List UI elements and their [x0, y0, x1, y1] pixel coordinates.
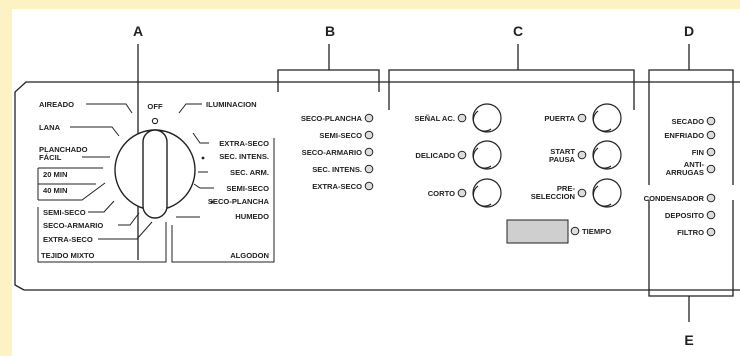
program-humedo: HUMEDO — [235, 212, 269, 221]
indicator-enfriado-label: ENFRIADO — [664, 131, 704, 140]
indicator-b-extra-seco-label: EXTRA-SECO — [312, 182, 362, 191]
callout-c: C — [513, 23, 523, 39]
indicator-deposito-label: DEPOSITO — [665, 211, 704, 220]
indicator-b-sec-intens-label: SEC. INTENS. — [312, 165, 362, 174]
preseleccion-button[interactable] — [592, 178, 622, 208]
puerta-label: PUERTA — [544, 114, 575, 123]
indicator-condensador-label: CONDENSADOR — [644, 194, 705, 203]
indicator-anti-label: ANTI- — [684, 160, 705, 169]
program-dial[interactable] — [114, 117, 196, 219]
indicators-d: SECADO ENFRIADO FIN ANTI- ARRUGAS — [664, 116, 716, 177]
indicators-b: SECO-PLANCHA SEMI-SECO SECO-ARMARIO SEC.… — [301, 113, 374, 191]
start-label: START — [550, 147, 575, 156]
callout-e-bracket — [648, 200, 734, 322]
program-40-min: 40 MIN — [43, 186, 67, 195]
led-filtro-icon — [706, 227, 716, 237]
callout-b-bracket — [277, 44, 380, 92]
buttons-c[interactable]: SEÑAL AC. DELICADO CORTO PUERTA START PA… — [414, 103, 622, 244]
callout-b: B — [325, 23, 335, 39]
led-tiempo-icon — [570, 226, 580, 236]
button-shading-arcs — [472, 110, 612, 207]
tiempo-label: TIEMPO — [582, 227, 611, 236]
senal-ac-button[interactable] — [472, 103, 502, 133]
callout-a: A — [133, 23, 143, 39]
led-puerta-icon — [577, 113, 587, 123]
delicado-label: DELICADO — [415, 151, 455, 160]
indicator-arrugas-label: ARRUGAS — [666, 168, 704, 177]
led-fin-icon — [706, 147, 716, 157]
led-deposito-icon — [706, 210, 716, 220]
led-preseleccion-icon — [577, 188, 587, 198]
program-seco-plancha-algodon: SECO-PLANCHA — [208, 197, 270, 206]
delicado-button[interactable] — [472, 140, 502, 170]
corto-label: CORTO — [428, 189, 455, 198]
indicator-b-seco-armario-label: SECO-ARMARIO — [302, 148, 362, 157]
callout-d: D — [684, 23, 694, 39]
start-pausa-button[interactable] — [592, 140, 622, 170]
indicator-secado-label: SECADO — [672, 117, 705, 126]
led-enfriado-icon — [706, 130, 716, 140]
left-program-labels: AIREADO LANA PLANCHADO FÁCIL 20 MIN 40 M… — [39, 100, 103, 244]
seleccion-label: SELECCION — [531, 192, 575, 201]
senal-ac-label: SEÑAL AC. — [414, 114, 455, 123]
program-sec-arm: SEC. ARM. — [230, 168, 269, 177]
indicator-filtro-label: FILTRO — [677, 228, 704, 237]
right-leader-lines — [171, 103, 275, 263]
dial-off-label: OFF — [147, 102, 163, 111]
led-b-semi-seco-icon — [364, 130, 374, 140]
program-planchado: PLANCHADO — [39, 145, 88, 154]
led-delicado-icon — [457, 150, 467, 160]
corto-button[interactable] — [472, 178, 502, 208]
right-tick-dots — [201, 156, 214, 204]
led-corto-icon — [457, 188, 467, 198]
led-senal-ac-icon — [457, 113, 467, 123]
led-start-pausa-icon — [577, 150, 587, 160]
puerta-button[interactable] — [592, 103, 622, 133]
indicator-fin-label: FIN — [692, 148, 704, 157]
indicators-e: CONDENSADOR DEPOSITO FILTRO — [644, 193, 716, 237]
callout-e: E — [684, 332, 693, 348]
panel-outline — [14, 81, 740, 291]
program-20-min: 20 MIN — [43, 170, 67, 179]
led-b-seco-plancha-icon — [364, 113, 374, 123]
led-b-seco-armario-icon — [364, 147, 374, 157]
program-aireado: AIREADO — [39, 100, 74, 109]
group-algodon: ALGODON — [230, 251, 269, 260]
time-display — [506, 219, 569, 244]
pre-label: PRE- — [557, 184, 576, 193]
led-b-extra-seco-icon — [364, 181, 374, 191]
indicator-b-semi-seco-label: SEMI-SECO — [319, 131, 362, 140]
program-facil: FÁCIL — [39, 153, 62, 162]
program-seco-armario-mixto: SECO-ARMARIO — [43, 221, 103, 230]
callout-c-bracket — [388, 44, 635, 110]
dial-off-marker — [151, 117, 159, 125]
led-secado-icon — [706, 116, 716, 126]
callout-d-bracket — [648, 44, 734, 185]
indicator-b-seco-plancha-label: SECO-PLANCHA — [301, 114, 363, 123]
left-leader-lines — [37, 103, 167, 263]
program-semi-seco-algodon: SEMI-SECO — [226, 184, 269, 193]
program-iluminacion: ILUMINACION — [206, 100, 257, 109]
led-anti-arrugas-icon — [706, 164, 716, 174]
program-sec-intens: SEC. INTENS. — [219, 152, 269, 161]
group-tejido-mixto: TEJIDO MIXTO — [41, 251, 95, 260]
program-lana: LANA — [39, 123, 61, 132]
program-extra-seco-algodon: EXTRA-SECO — [219, 139, 269, 148]
led-condensador-icon — [706, 193, 716, 203]
program-extra-seco-mixto: EXTRA-SECO — [43, 235, 93, 244]
dial-grip[interactable] — [142, 129, 168, 219]
right-program-labels: ILUMINACION EXTRA-SECO SEC. INTENS. SEC.… — [206, 100, 270, 221]
led-b-sec-intens-icon — [364, 164, 374, 174]
pausa-label: PAUSA — [549, 155, 576, 164]
program-semi-seco-mixto: SEMI-SECO — [43, 208, 86, 217]
